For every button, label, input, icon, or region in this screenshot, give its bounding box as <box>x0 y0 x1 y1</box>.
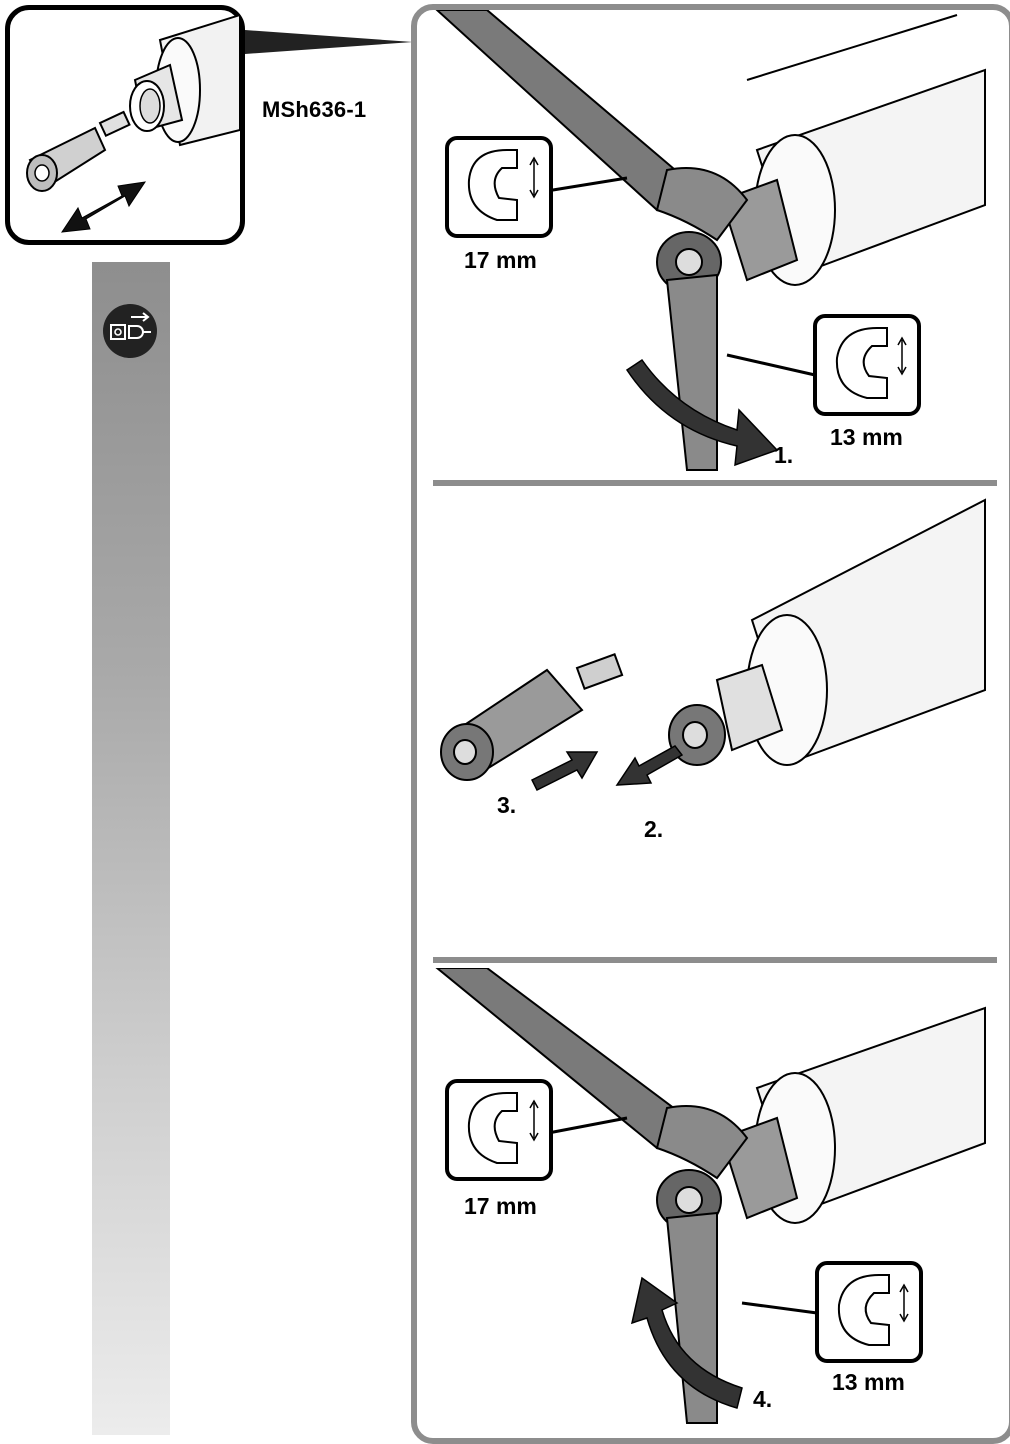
step-number-1: 1. <box>774 442 793 469</box>
wrench-size-13-label: 13 mm <box>830 424 903 451</box>
unplug-power-icon <box>101 302 159 360</box>
sidebar-gradient-bar <box>92 262 170 1435</box>
inset-callout-pointer <box>245 28 415 58</box>
step-number-4: 4. <box>753 1386 772 1413</box>
step-number-2: 2. <box>644 816 663 843</box>
panel-step-4: 17 mm 13 mm 4. <box>417 968 1005 1428</box>
step-number-3: 3. <box>497 792 516 819</box>
panel-divider-1 <box>433 480 997 486</box>
wrench-size-13-label-2: 13 mm <box>832 1369 905 1396</box>
wrench-size-17-label-2: 17 mm <box>464 1193 537 1220</box>
wrench-size-17-label: 17 mm <box>464 247 537 274</box>
model-code-label: MSh636-1 <box>262 97 366 123</box>
panel-step-2-3: 3. 2. <box>417 490 1005 950</box>
inset-collet-overview <box>5 5 245 245</box>
panel-divider-2 <box>433 957 997 963</box>
panel-step-1: 17 mm 13 mm 1. <box>417 10 1005 478</box>
